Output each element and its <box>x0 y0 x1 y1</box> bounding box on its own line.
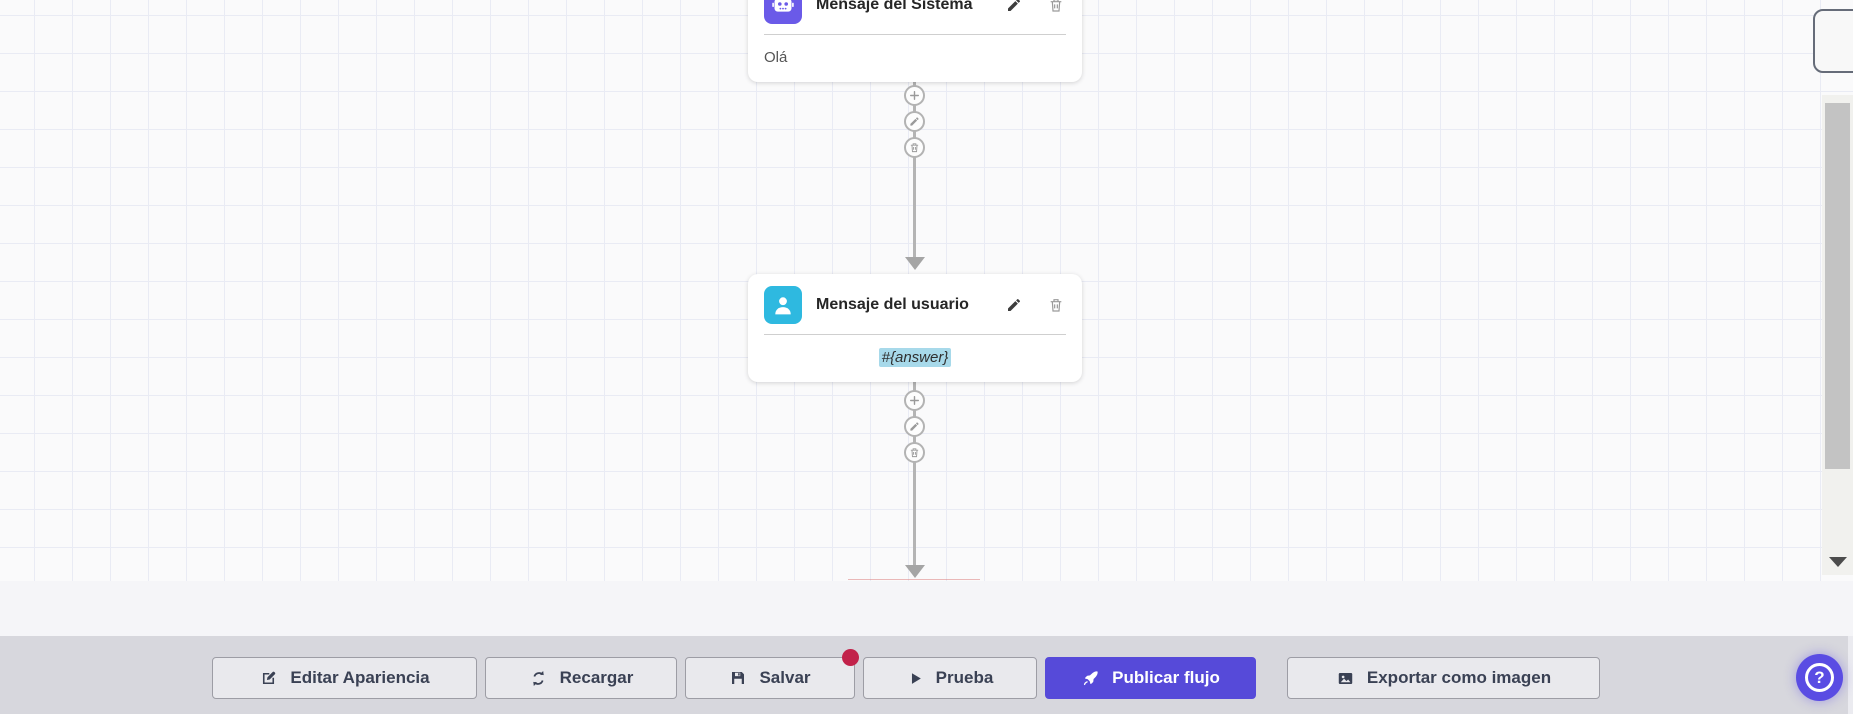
node-divider <box>764 34 1066 35</box>
snap-guide-line <box>848 579 980 580</box>
node-delete-button[interactable] <box>1046 295 1066 315</box>
unsaved-changes-badge <box>842 649 859 666</box>
node-system-message[interactable]: Mensaje del Sistema Olá <box>748 0 1082 82</box>
node-user-message[interactable]: Mensaje del usuario #{answer} <box>748 274 1082 382</box>
rocket-icon <box>1081 669 1100 688</box>
flow-canvas[interactable]: Mensaje del Sistema Olá <box>0 0 1853 581</box>
bottom-toolbar: Editar Apariencia Recargar <box>0 636 1853 714</box>
test-button[interactable]: Prueba <box>863 657 1037 699</box>
node-header: Mensaje del Sistema <box>748 0 1082 34</box>
toolbar-button-row: Editar Apariencia Recargar <box>212 649 1600 699</box>
connector-arrowhead <box>905 565 925 578</box>
edit-appearance-button[interactable]: Editar Apariencia <box>212 657 477 699</box>
button-label: Editar Apariencia <box>290 668 430 687</box>
button-label: Salvar <box>759 668 811 687</box>
button-label: Prueba <box>935 668 994 687</box>
trash-icon <box>910 143 919 153</box>
toolbar-right-strip <box>1848 636 1853 714</box>
node-divider <box>764 334 1066 335</box>
connector-line <box>913 80 916 258</box>
node-delete-button[interactable] <box>1046 0 1066 15</box>
robot-icon <box>764 0 802 24</box>
trash-icon <box>910 448 919 458</box>
node-title: Mensaje del Sistema <box>816 0 973 13</box>
answer-variable[interactable]: #{answer} <box>878 348 952 367</box>
connector-edit-button[interactable] <box>904 111 925 132</box>
save-icon <box>729 669 747 687</box>
button-label: Recargar <box>559 668 634 687</box>
connector-add-button[interactable] <box>904 390 925 411</box>
button-label: Exportar como imagen <box>1366 668 1552 687</box>
publish-flow-button[interactable]: Publicar flujo <box>1045 657 1256 699</box>
user-icon <box>764 286 802 324</box>
node-edit-button[interactable] <box>1004 295 1024 315</box>
node-edit-button[interactable] <box>1004 0 1024 15</box>
plus-icon <box>910 91 919 100</box>
clipped-panel <box>1813 9 1853 73</box>
refresh-icon <box>529 669 548 688</box>
question-circle-icon: ? <box>1805 663 1834 692</box>
image-icon <box>1336 669 1355 688</box>
pencil-icon <box>910 117 919 126</box>
vertical-scrollbar[interactable] <box>1822 95 1853 575</box>
scrollbar-thumb[interactable] <box>1825 103 1850 469</box>
node-body-text: Olá <box>764 49 788 66</box>
connector-delete-button[interactable] <box>904 137 925 158</box>
scroll-down-arrow-icon[interactable] <box>1829 557 1847 567</box>
connector-delete-button[interactable] <box>904 442 925 463</box>
connector-edit-button[interactable] <box>904 416 925 437</box>
reload-button[interactable]: Recargar <box>485 657 677 699</box>
save-button[interactable]: Salvar <box>685 649 859 699</box>
trash-icon <box>1050 0 1062 12</box>
node-body-text: #{answer} <box>748 335 1082 382</box>
play-icon <box>907 670 924 687</box>
pencil-icon <box>910 422 919 431</box>
export-image-button[interactable]: Exportar como imagen <box>1287 657 1600 699</box>
node-title: Mensaje del usuario <box>816 296 969 313</box>
edit-square-icon <box>259 669 278 688</box>
node-header: Mensaje del usuario <box>748 274 1082 334</box>
pencil-icon <box>1008 0 1021 11</box>
help-button[interactable]: ? <box>1796 654 1843 701</box>
trash-icon <box>1050 299 1062 312</box>
connector-line <box>913 382 916 565</box>
button-label: Publicar flujo <box>1112 668 1220 687</box>
plus-icon <box>910 396 919 405</box>
pencil-icon <box>1008 298 1021 311</box>
connector-add-button[interactable] <box>904 85 925 106</box>
canvas-footer-strip <box>0 581 1853 636</box>
connector-arrowhead <box>905 257 925 270</box>
